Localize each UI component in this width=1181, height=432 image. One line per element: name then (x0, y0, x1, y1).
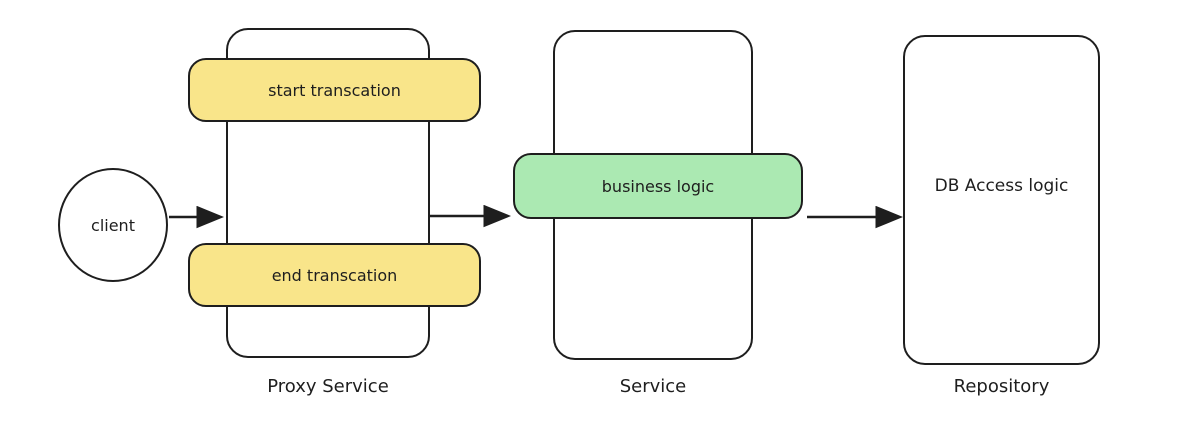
client-label: client (91, 215, 135, 235)
db-access-logic-text: DB Access logic (934, 176, 1069, 196)
repository-label: Repository (953, 376, 1050, 397)
end-transaction-box: end transcation (188, 243, 481, 307)
start-transaction-box: start transcation (188, 58, 481, 122)
end-transaction-label: end transcation (271, 265, 398, 285)
client-node: client (58, 168, 168, 282)
start-transaction-label: start transcation (268, 80, 401, 100)
repository-box (903, 35, 1100, 365)
service-label: Service (619, 376, 687, 397)
proxy-service-label: Proxy Service (267, 376, 389, 397)
business-logic-label: business logic (601, 176, 715, 196)
business-logic-box: business logic (513, 153, 803, 219)
